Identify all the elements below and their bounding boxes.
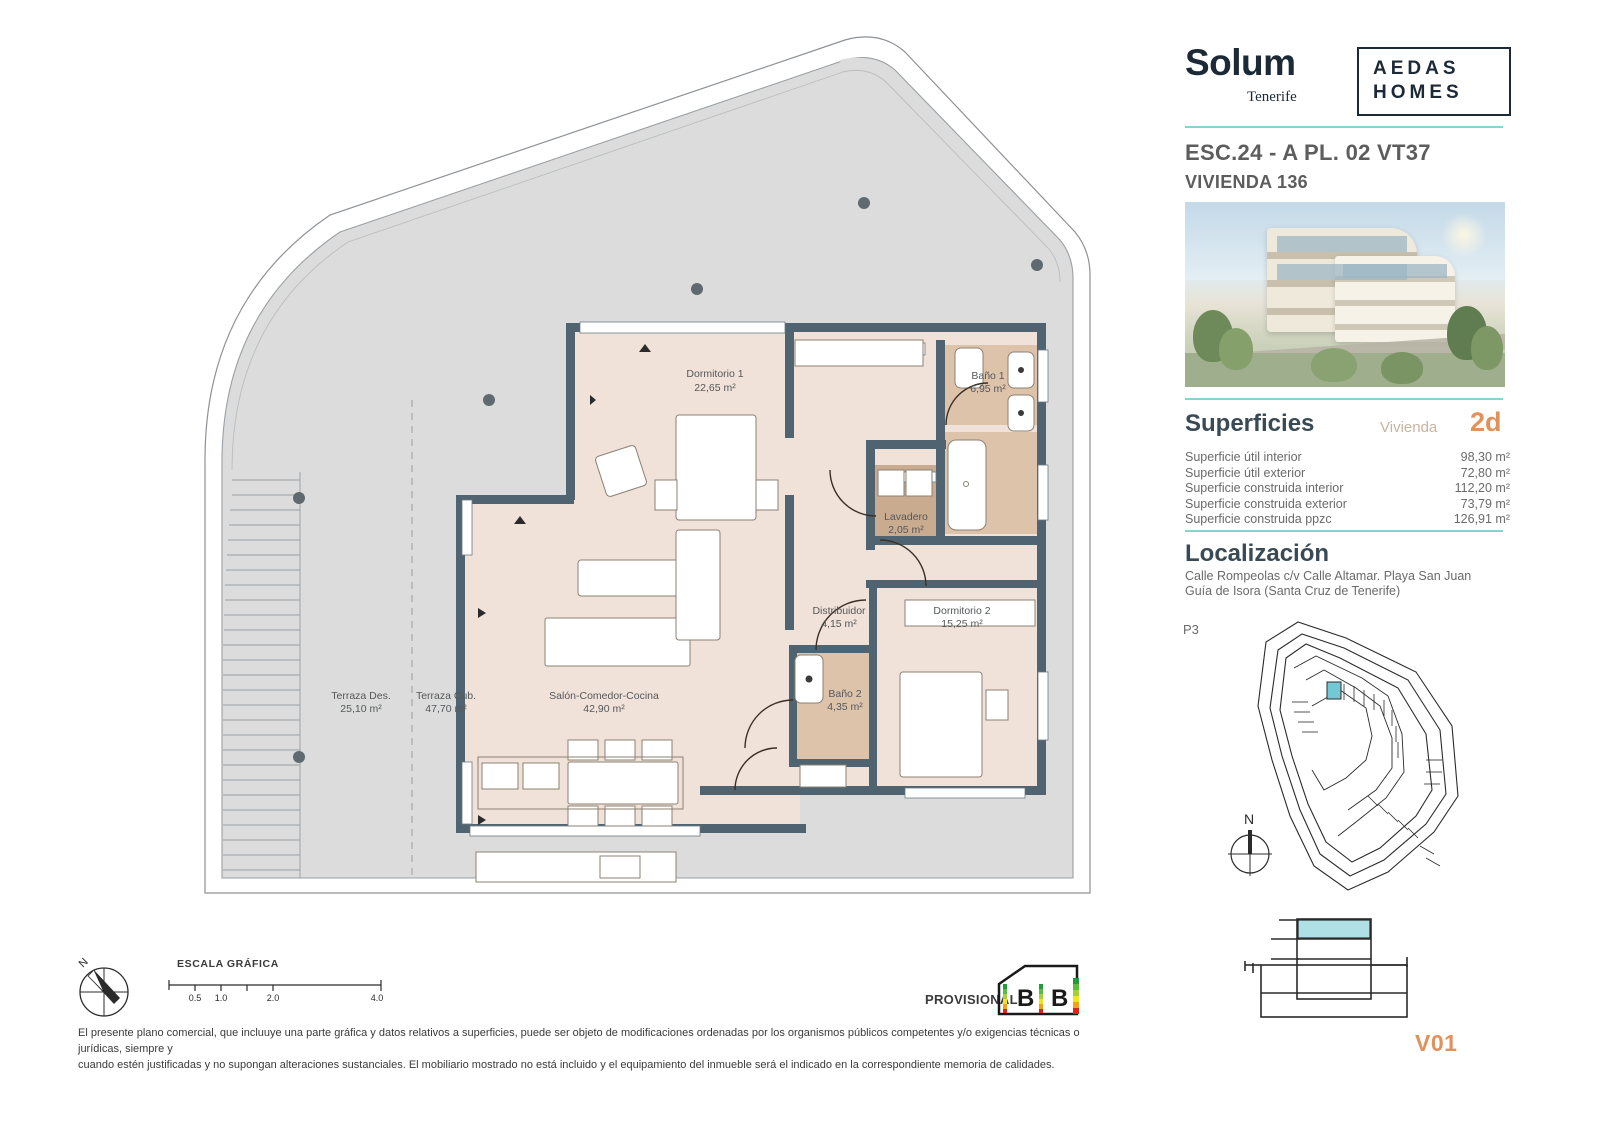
surface-row: Superficie construida exterior 73,79 m² <box>1185 497 1510 513</box>
surface-row: Superficie construida ppzc 126,91 m² <box>1185 512 1510 528</box>
surface-value: 72,80 m² <box>1460 465 1510 480</box>
surfaces-list: Superficie útil interior 98,30 m² Superf… <box>1185 450 1510 528</box>
room-label-lavadero: Lavadero <box>884 511 928 523</box>
scale-tick-0: 0.5 <box>189 993 202 1003</box>
surface-value: 112,20 m² <box>1454 481 1510 495</box>
site-plan-diagram <box>1257 621 1459 891</box>
divider-location <box>1185 530 1503 532</box>
terrace-markers <box>293 197 1043 763</box>
energy-rating-badge: B B <box>997 964 1079 1016</box>
building-elevation-diagram <box>1244 918 1408 1018</box>
surface-row: Superficie construida interior 112,20 m² <box>1185 481 1510 497</box>
room-area-terraza-des: 25,10 m² <box>340 703 382 715</box>
location-line-2: Guía de Isora (Santa Cruz de Tenerife) <box>1185 584 1401 598</box>
surface-label: Superficie útil interior <box>1185 450 1302 464</box>
building-render-image <box>1185 202 1505 387</box>
disclaimer-line-1: El presente plano comercial, que incluuy… <box>78 1027 1080 1055</box>
compass-north-label: N <box>77 956 91 970</box>
surface-value: 98,30 m² <box>1460 450 1510 464</box>
room-label-salon: Salón-Comedor-Cocina <box>549 690 659 702</box>
graphic-scale: 0.5 1.0 2.0 4.0 <box>168 980 384 1003</box>
site-north-label: N <box>1244 811 1254 827</box>
energy-scale-bars-2 <box>1039 984 1043 1013</box>
site-phase-label: P3 <box>1183 622 1199 637</box>
scale-tick-1: 1.0 <box>215 993 228 1003</box>
floorplan-canvas: Dormitorio 1 22,65 m² Baño 1 6,95 m² Lav… <box>204 36 1091 894</box>
orientation-arrows <box>478 344 651 825</box>
surface-row: Superficie útil interior 98,30 m² <box>1185 450 1510 466</box>
scale-title: ESCALA GRÁFICA <box>177 958 279 970</box>
room-label-dormitorio-1: Dormitorio 1 <box>686 368 743 380</box>
surface-label: Superficie construida ppzc <box>1185 512 1332 526</box>
compass-icon: N <box>77 956 129 1017</box>
room-area-terraza-cub: 47,70 m² <box>425 703 467 715</box>
room-area-distribuidor: 4,15 m² <box>821 618 857 630</box>
furniture <box>475 339 1036 883</box>
scale-tick-3: 4.0 <box>371 993 384 1003</box>
developer-logo-line-1: AEDAS <box>1373 58 1460 79</box>
floorplan-svg: Dormitorio 1 22,65 m² Baño 1 6,95 m² Lav… <box>204 36 1091 894</box>
energy-rating-consumption: B <box>1017 985 1034 1012</box>
brand-subtitle: Tenerife <box>1247 89 1297 105</box>
room-label-bano-2: Baño 2 <box>828 688 861 700</box>
divider-top <box>1185 126 1503 128</box>
surface-value: 126,91 m² <box>1453 512 1510 526</box>
surfaces-badge-value: 2d <box>1470 407 1502 437</box>
room-labels: Dormitorio 1 22,65 m² Baño 1 6,95 m² Lav… <box>331 368 1006 715</box>
info-panel: Solum Tenerife AEDAS HOMES ESC.24 - A PL… <box>1175 0 1600 1126</box>
plan-legend: N ESCALA GRÁFICA 0.5 1.0 2.0 4.0 PROVISI… <box>0 930 1175 1126</box>
room-area-dormitorio-2: 15,25 m² <box>941 618 983 630</box>
room-area-bano-1: 6,95 m² <box>970 383 1006 395</box>
highlighted-floor <box>1297 919 1371 939</box>
room-area-lavadero: 2,05 m² <box>888 524 924 536</box>
surfaces-badge-label: Vivienda <box>1380 419 1438 436</box>
location-title: Localización <box>1185 540 1330 567</box>
highlighted-unit <box>1326 681 1342 700</box>
developer-logo-line-2: HOMES <box>1373 82 1463 103</box>
room-label-dormitorio-2: Dormitorio 2 <box>933 605 990 617</box>
surface-row: Superficie útil exterior 72,80 m² <box>1185 466 1510 482</box>
surface-label: Superficie útil exterior <box>1185 465 1306 480</box>
surfaces-title: Superficies <box>1185 410 1315 437</box>
site-north-icon: N <box>1228 811 1272 876</box>
unit-code: ESC.24 - A PL. 02 VT37 <box>1185 140 1431 165</box>
walls <box>456 323 1046 833</box>
location-address: Calle Rompeolas c/v Calle Altamar. Playa… <box>1185 569 1515 599</box>
fixture-dots <box>805 367 1024 683</box>
energy-rating-emissions: B <box>1051 985 1068 1012</box>
room-label-terraza-cub: Terraza Cub. <box>416 690 476 702</box>
disclaimer-line-2: cuando estén justificadas y no supongan … <box>78 1059 1055 1071</box>
energy-gradient-strip <box>1073 978 1079 1014</box>
brand-header: Solum Tenerife AEDAS HOMES <box>1185 42 1515 116</box>
energy-scale-bars <box>1003 984 1007 1013</box>
room-label-distribuidor: Distribuidor <box>812 605 866 617</box>
door-swings <box>734 382 989 791</box>
dwelling-number: VIVIENDA 136 <box>1185 172 1308 192</box>
disclaimer-block: El presente plano comercial, que incluuy… <box>78 1025 1088 1073</box>
surface-label: Superficie construida interior <box>1185 481 1344 495</box>
divider-surfaces <box>1185 398 1503 400</box>
location-line-1: Calle Rompeolas c/v Calle Altamar. Playa… <box>1185 569 1472 583</box>
room-label-terraza-des: Terraza Des. <box>331 690 391 702</box>
developer-logo: AEDAS HOMES <box>1357 47 1511 116</box>
plan-version-code: V01 <box>1415 1030 1458 1056</box>
room-label-bano-1: Baño 1 <box>971 370 1004 382</box>
surface-value: 73,79 m² <box>1460 496 1510 511</box>
room-area-bano-2: 4,35 m² <box>827 701 863 713</box>
surface-label: Superficie construida exterior <box>1185 496 1347 511</box>
room-area-salon: 42,90 m² <box>583 703 625 715</box>
room-area-dormitorio-1: 22,65 m² <box>694 382 736 394</box>
scale-tick-2: 2.0 <box>267 993 280 1003</box>
brand-name: Solum <box>1185 42 1296 83</box>
provisional-label: PROVISIONAL <box>925 992 1018 1007</box>
terrace-decking-hatch <box>223 472 301 878</box>
